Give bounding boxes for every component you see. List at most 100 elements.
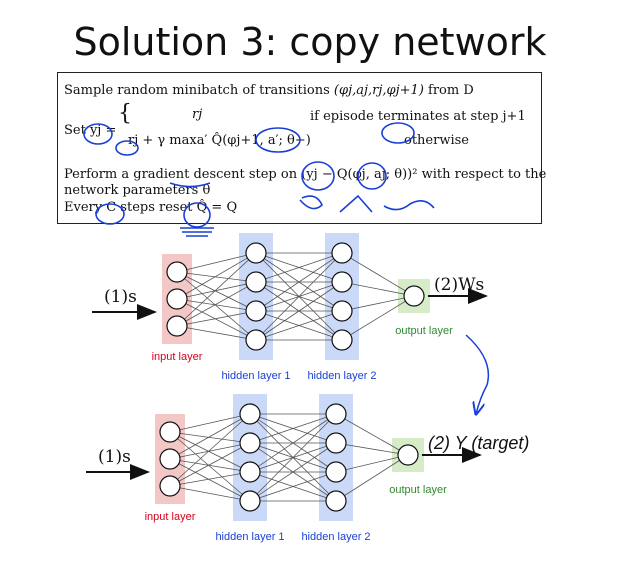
algo-line-3-text: Perform a gradient descent step on: [64, 167, 298, 182]
connection-line: [335, 442, 409, 456]
hidden-1-node: [245, 242, 267, 264]
annotation-circle-theta: [357, 162, 387, 190]
algo-brace: {: [118, 101, 132, 126]
algo-case-2-cond: otherwise: [404, 133, 469, 148]
algo-set-label: Set yj =: [64, 123, 117, 138]
connection-line: [255, 252, 343, 341]
input-node: [159, 448, 181, 470]
input-signal-label: (1)s: [98, 447, 131, 467]
input-signal-label: (1)s: [104, 287, 137, 307]
connection-line: [255, 281, 343, 341]
connection-line: [169, 431, 251, 502]
annotation-circle-c: [95, 203, 125, 225]
hidden-2-node: [325, 403, 347, 425]
hidden-2-node: [325, 461, 347, 483]
annotation-underline-gradient: [169, 182, 211, 188]
annotation-circle-q-hat: [183, 202, 211, 228]
connection-line: [169, 442, 251, 487]
annotation-circle-rj: [115, 140, 139, 156]
algo-line-3: Perform a gradient descent step on (yj −…: [64, 167, 546, 182]
bottom-network: (1)s (2) Y (target) input layer hidden laye…: [86, 394, 529, 543]
connection-line: [169, 413, 251, 487]
connection-line: [176, 252, 257, 273]
input-node: [166, 261, 188, 283]
connection-line: [176, 271, 257, 341]
output-signal-label: (2) Y (target): [428, 433, 529, 453]
algo-line-1-text: Sample random minibatch of transitions: [64, 83, 330, 98]
annotation-circle-otherwise: [381, 122, 415, 144]
connection-line: [176, 252, 257, 300]
algo-case-1-expr: rj: [192, 107, 203, 122]
connection-line: [176, 298, 257, 341]
algo-case-1-cond: if episode terminates at step j+1: [310, 109, 526, 124]
algo-line-4: network parameters θ: [64, 183, 211, 198]
output-layer-label: output layer: [395, 325, 453, 337]
hidden-2-node: [331, 300, 353, 322]
hidden-1-node: [245, 271, 267, 293]
hidden-1-node: [239, 432, 261, 454]
connection-line: [249, 471, 337, 502]
annotation-circle-yj: [83, 123, 113, 145]
input-layer-label: input layer: [152, 351, 203, 363]
hidden-layer-2-label: hidden layer 2: [301, 531, 370, 543]
connection-line: [249, 413, 337, 444]
output-node: [397, 444, 419, 466]
connection-line: [341, 295, 415, 312]
hidden-layer-1-label: hidden layer 1: [215, 531, 284, 543]
hidden-1-node: [239, 403, 261, 425]
connection-line: [169, 431, 251, 444]
hidden-1-node: [245, 329, 267, 351]
connection-line: [335, 413, 409, 456]
connection-line: [255, 252, 343, 312]
input-node: [159, 421, 181, 443]
connection-line: [341, 252, 415, 297]
annotation-scribble-1: [299, 195, 323, 210]
algo-line-1-post: from D: [428, 83, 474, 98]
connection-line: [176, 310, 257, 327]
input-node: [166, 315, 188, 337]
algo-line-1: Sample random minibatch of transitions (…: [64, 83, 474, 98]
connection-line: [169, 471, 251, 487]
connection-line: [176, 325, 257, 341]
annotation-squiggle: [383, 200, 435, 211]
annotation-arrow-up: [339, 194, 373, 213]
hidden-2-node: [325, 432, 347, 454]
slide-title: Solution 3: copy network: [73, 20, 547, 64]
input-layer-label: input layer: [145, 511, 196, 523]
algorithm-box: Sample random minibatch of transitions (…: [57, 72, 546, 224]
connection-line: [249, 413, 337, 473]
output-signal-label: (2)Ws: [434, 275, 484, 295]
connection-line: [341, 295, 415, 341]
connection-line: [176, 281, 257, 300]
algo-line-3-expr: (yj − Q(φj, aj; θ))²: [301, 167, 418, 182]
hidden-2-node: [331, 329, 353, 351]
input-node: [166, 288, 188, 310]
hidden-2-node: [331, 242, 353, 264]
input-node: [159, 475, 181, 497]
connection-line: [176, 281, 257, 327]
connection-line: [169, 458, 251, 502]
connection-line: [169, 431, 251, 473]
connection-line: [341, 281, 415, 297]
connection-line: [169, 442, 251, 460]
connection-line: [169, 458, 251, 473]
output-layer-label: output layer: [389, 484, 447, 496]
hidden-layer-1-label: hidden layer 1: [221, 370, 290, 382]
connection-line: [176, 298, 257, 312]
connection-line: [255, 252, 343, 283]
algo-case-2-expr: rj + γ maxa′ Q̂(φj+1, a′; θ−): [128, 133, 311, 148]
hidden-1-node: [239, 490, 261, 512]
hidden-2-node: [325, 490, 347, 512]
top-network: (1)s (2)Ws input layer hidden layer 1 hidden…: [92, 233, 488, 382]
annotation-circle-theta-minus: [255, 127, 301, 153]
connection-line: [249, 413, 337, 502]
connection-line: [176, 271, 257, 283]
connection-line: [249, 442, 337, 502]
algo-line-3-post: with respect to the: [421, 167, 547, 182]
connection-line: [169, 413, 251, 433]
annotation-copy-arrow: [465, 334, 490, 414]
hidden-1-node: [245, 300, 267, 322]
annotation-circle-yj-2: [301, 161, 335, 191]
hidden-layer-2-label: hidden layer 2: [307, 370, 376, 382]
